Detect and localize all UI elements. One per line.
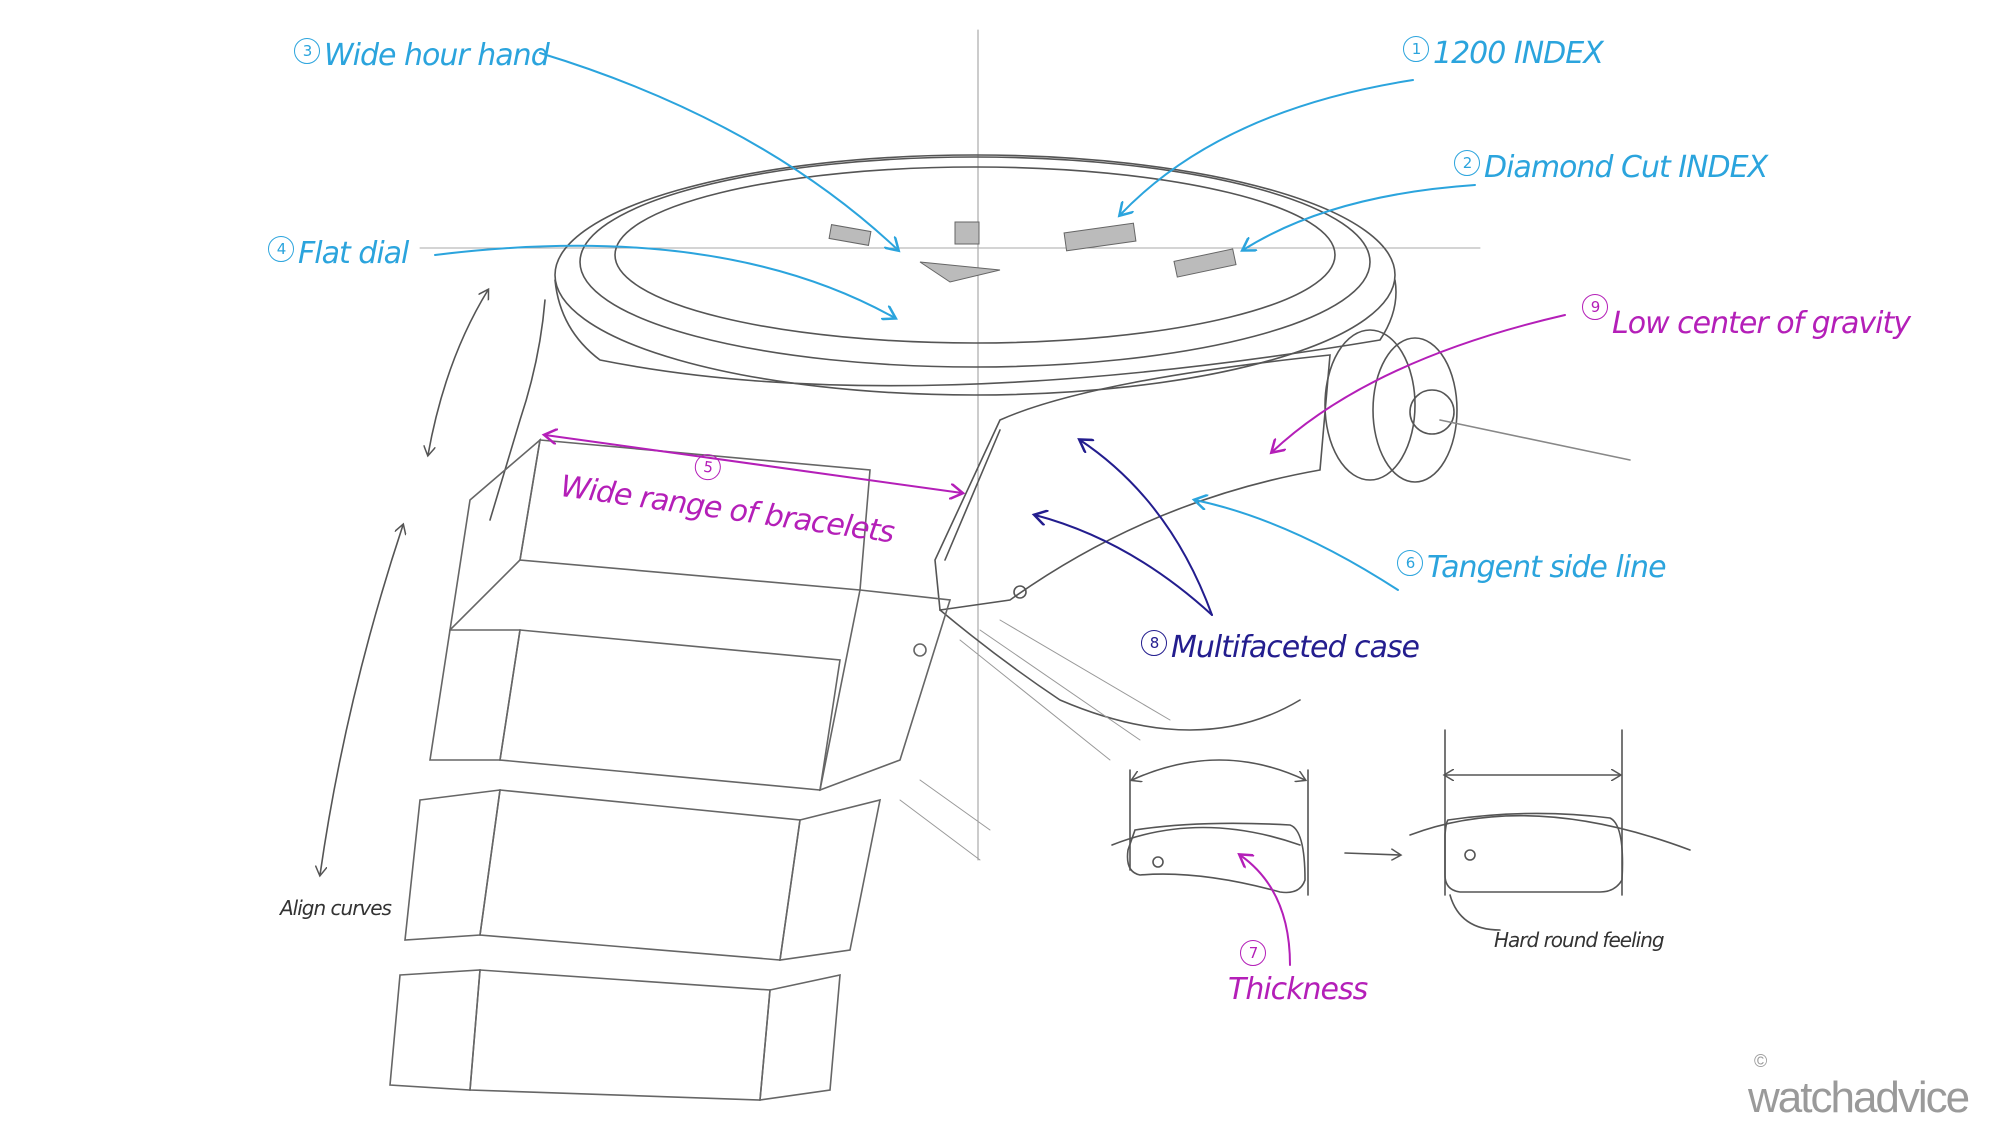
watch-drawing bbox=[320, 29, 1691, 1101]
arrow-wide-hour-hand bbox=[539, 52, 898, 250]
note-align-curves: Align curves bbox=[280, 896, 392, 920]
watermark-logo: ©watchadvice bbox=[1748, 1051, 1970, 1122]
arrow-bracelets bbox=[545, 435, 962, 493]
arrow-multifaceted-1 bbox=[1080, 440, 1213, 616]
note-hard-round-feeling: Hard round feeling bbox=[1494, 928, 1665, 952]
arrow-diamond-cut bbox=[1243, 184, 1476, 250]
arrow-tangent-side bbox=[1195, 500, 1399, 591]
arrow-1200-index bbox=[1120, 79, 1414, 215]
arrow-low-gravity bbox=[1272, 314, 1566, 452]
arrow-flat-dial bbox=[434, 244, 895, 318]
arrow-multifaceted-2 bbox=[1035, 515, 1213, 616]
arrow-thickness bbox=[1240, 855, 1291, 966]
